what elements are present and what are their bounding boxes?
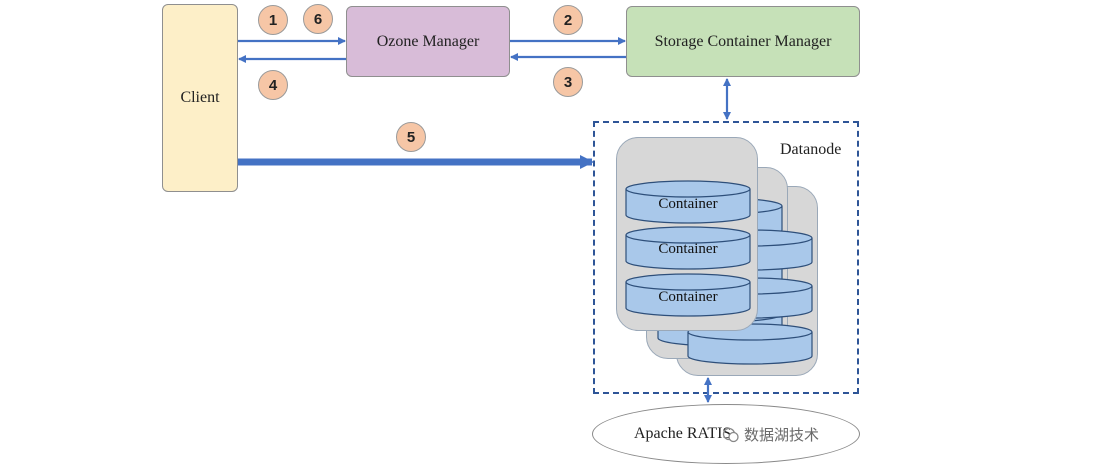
container-label-3: Container [658,289,718,305]
step-badge-4: 4 [258,70,288,100]
watermark: 数据湖技术 [722,424,819,445]
scm-box: Storage Container Manager [626,6,860,77]
watermark-text: 数据湖技术 [744,426,820,444]
raft-ellipse [592,404,860,464]
scm-label: Storage Container Manager [654,32,832,50]
ozone-manager-label: Ozone Manager [376,32,480,50]
datanode-frame [593,121,859,394]
container-cylinder [625,235,751,270]
ozone-manager-box: Ozone Manager [346,6,510,77]
raft-label: Apache RATIS [634,425,732,442]
container-cylinder [625,282,751,317]
datanode-label: Datanode [780,141,842,158]
container-cylinder-back [687,332,813,365]
container-cylinder [625,189,751,224]
client-label: Client [180,89,220,106]
wechat-icon [722,427,739,442]
step-badge-2: 2 [553,5,583,35]
container-cylinder-top [625,226,751,244]
client-box: Client [162,4,238,192]
container-cylinder-top [625,180,751,198]
step-badge-5: 5 [396,122,426,152]
step-badge-6: 6 [303,4,333,34]
container-label-1: Container [658,196,718,212]
container-label-2: Container [658,241,718,257]
container-cylinder-top [625,273,751,291]
step-badge-3: 3 [553,67,583,97]
step-badge-1: 1 [258,5,288,35]
